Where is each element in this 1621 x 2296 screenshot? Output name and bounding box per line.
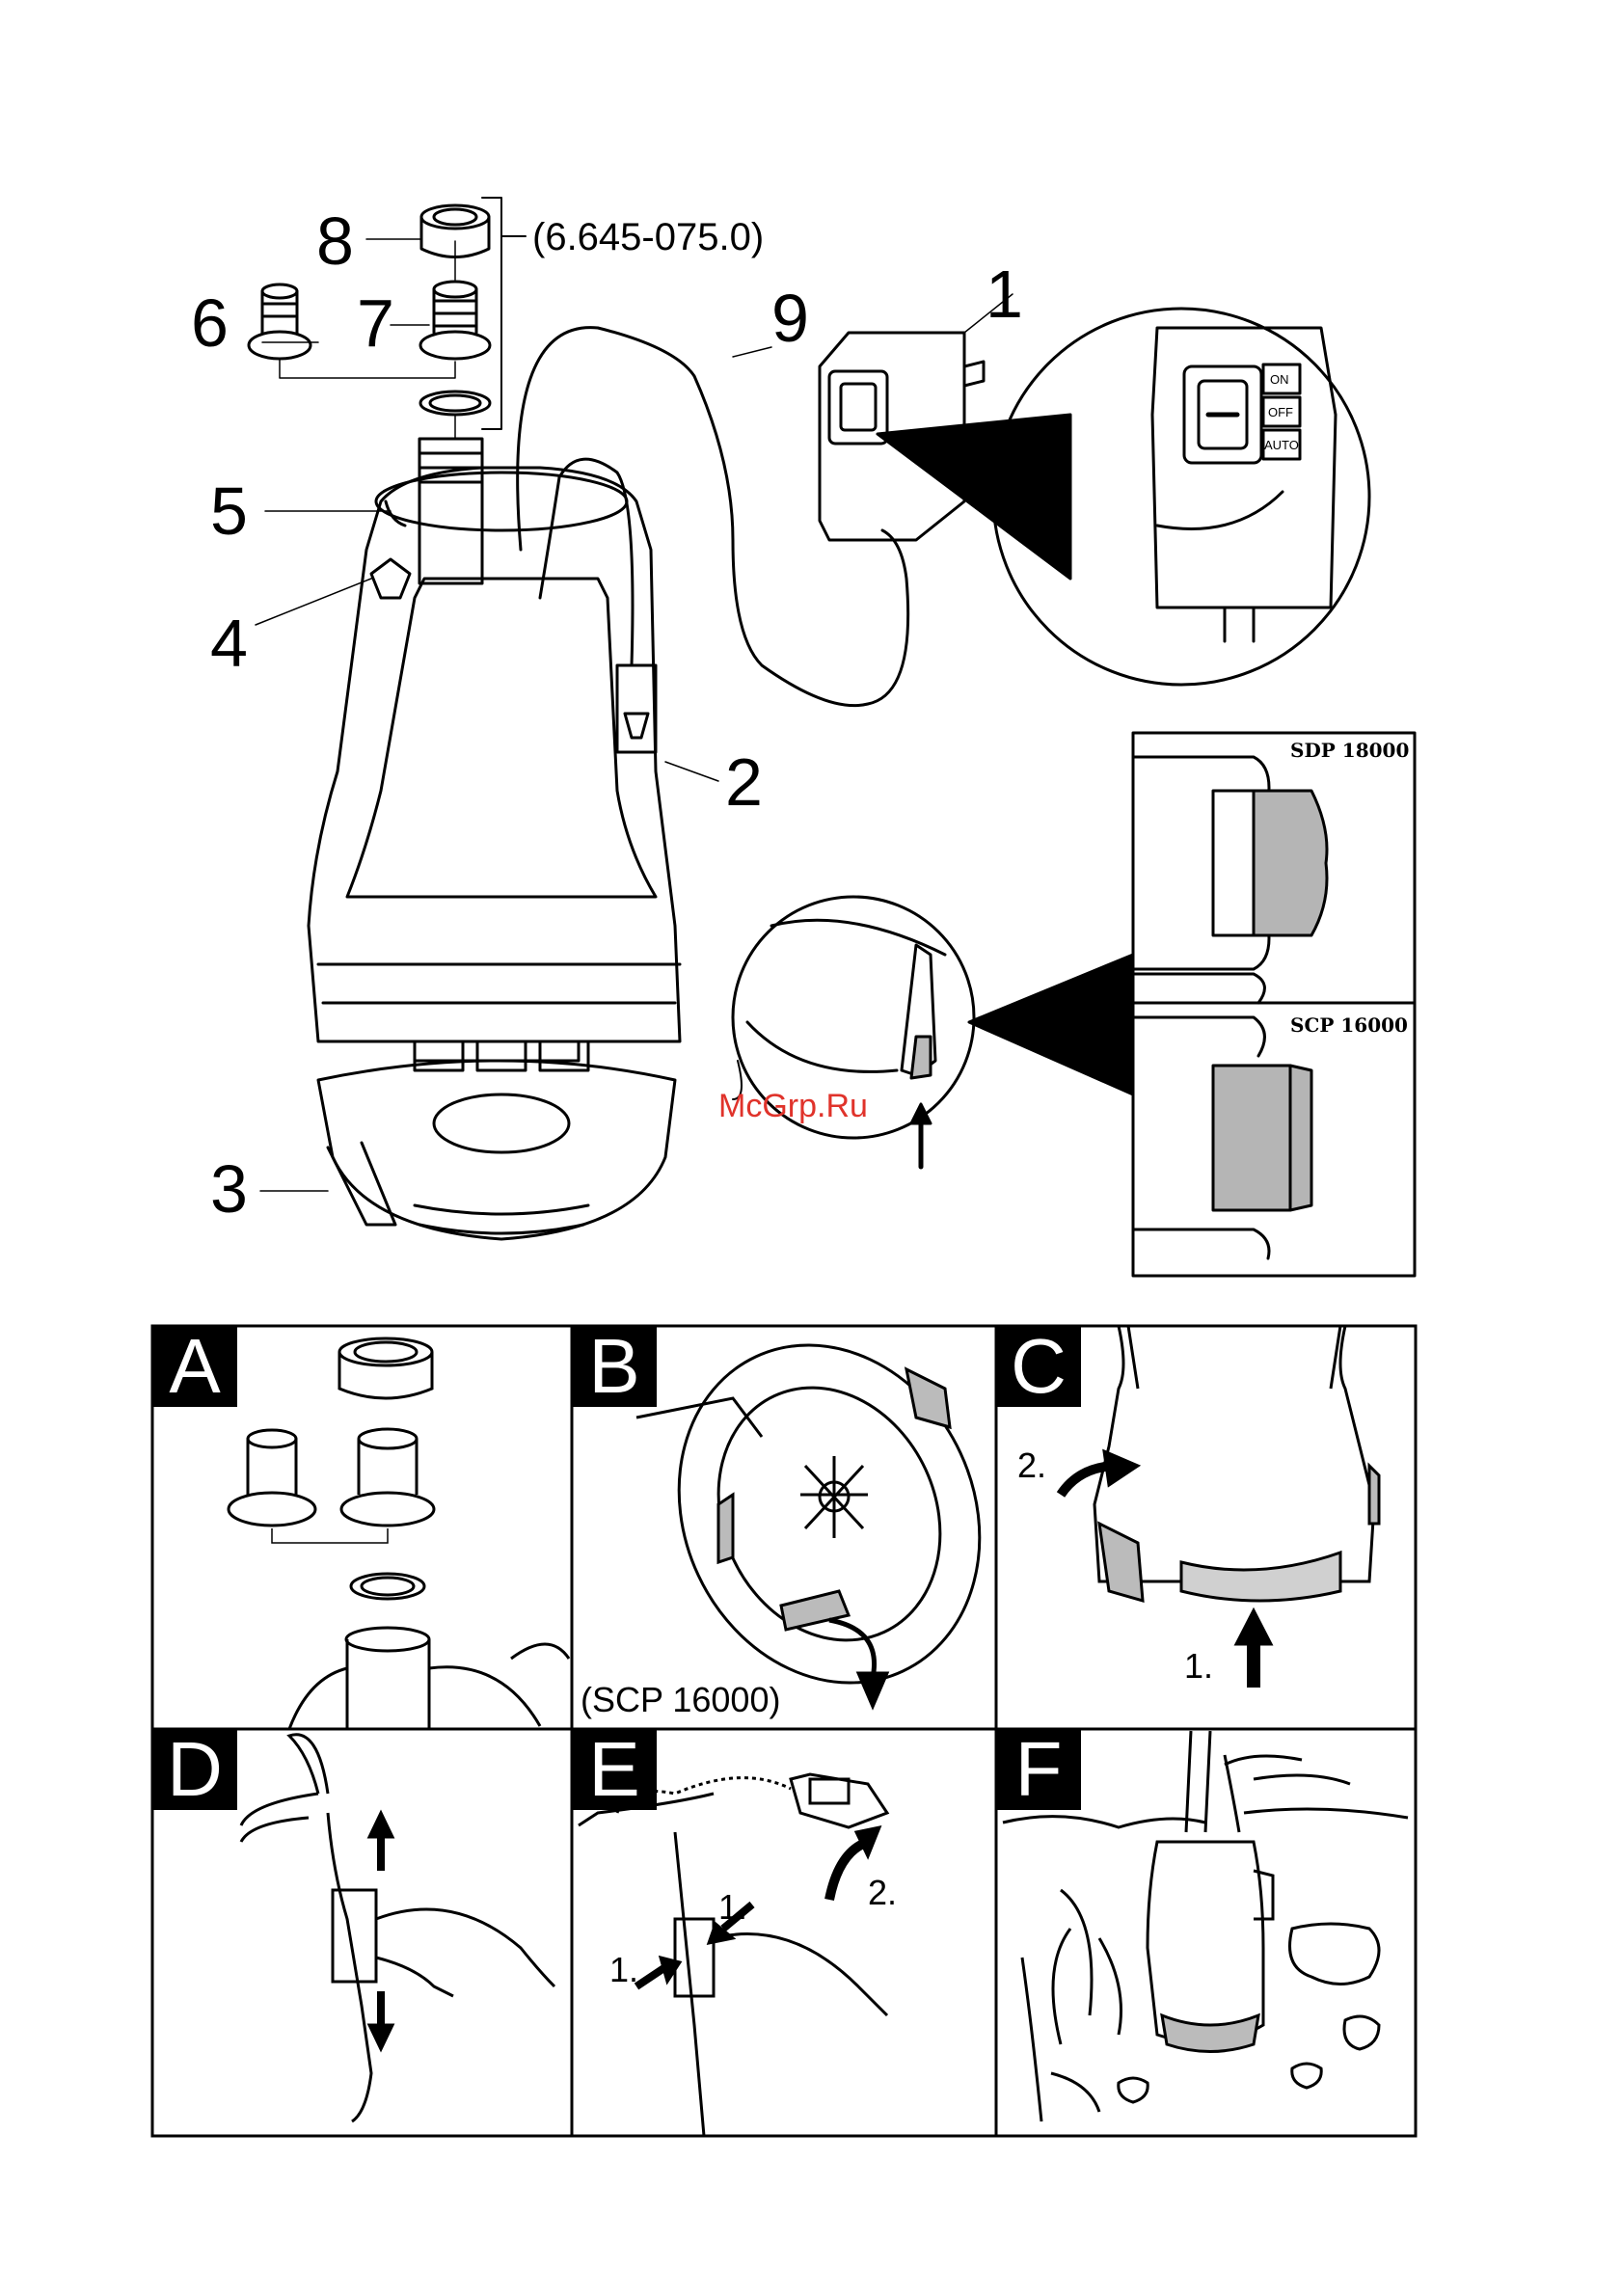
panel-c-drawing — [1061, 1326, 1379, 1688]
panel-c-step-2: 2. — [1017, 1448, 1046, 1483]
panel-grid — [152, 1326, 1416, 2136]
pump-body-drawing — [309, 439, 680, 1070]
callout-9: 9 — [771, 284, 809, 352]
switch-label-auto: AUTO — [1264, 439, 1299, 451]
panel-letter-c: C — [996, 1326, 1081, 1407]
strainer-base-drawing — [318, 1061, 675, 1239]
watermark: McGrp.Ru — [718, 1090, 868, 1122]
callout-7: 7 — [357, 289, 394, 357]
callout-5: 5 — [210, 477, 248, 545]
callout-3: 3 — [210, 1155, 248, 1223]
panel-letter-e: E — [572, 1729, 657, 1810]
accessory-reference: (6.645-075.0) — [532, 218, 764, 257]
model-label-sdp: SDP 18000 — [1290, 741, 1409, 760]
callout-8: 8 — [316, 207, 354, 275]
switch-detail-drawing — [1152, 328, 1336, 641]
panel-e-step-1a: 1. — [718, 1890, 747, 1925]
switch-label-off: OFF — [1268, 406, 1293, 419]
panel-c-step-1: 1. — [1184, 1649, 1213, 1684]
panel-b-caption: (SCP 16000) — [581, 1683, 780, 1717]
panel-a-drawing — [229, 1338, 569, 1729]
callout-1: 1 — [986, 260, 1023, 328]
panel-letter-a: A — [152, 1326, 237, 1407]
panel-letter-f: F — [996, 1729, 1081, 1810]
switch-label-on: ON — [1270, 373, 1289, 386]
panel-d-drawing — [241, 1735, 554, 2121]
panel-letter-d: D — [152, 1729, 237, 1810]
callout-2: 2 — [725, 748, 763, 816]
panel-e-step-2: 2. — [868, 1876, 897, 1910]
callout-6: 6 — [191, 289, 229, 357]
panel-b-drawing — [625, 1295, 1034, 1732]
model-label-scp: SCP 16000 — [1290, 1015, 1408, 1035]
panel-e-step-1b: 1. — [609, 1953, 638, 1987]
panel-letter-b: B — [572, 1326, 657, 1407]
callout-4: 4 — [210, 609, 248, 677]
